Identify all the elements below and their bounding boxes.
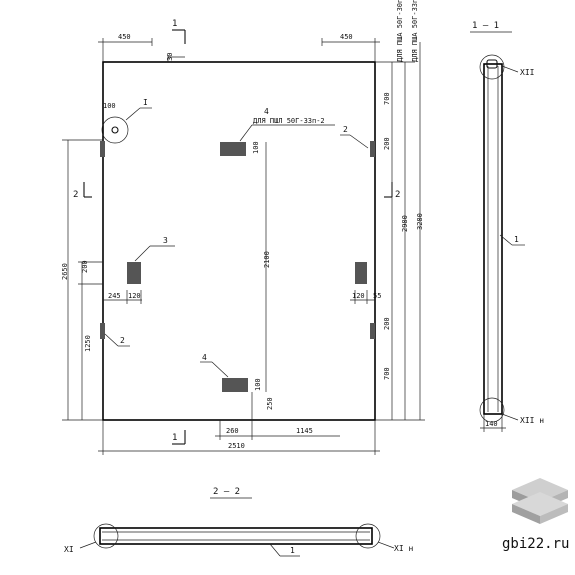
- note-psha-50g33p: ДЛЯ ПША 50Г-33п-2: [411, 0, 419, 62]
- dim-140: 140: [485, 420, 498, 428]
- dim-2100: 2100: [263, 251, 271, 268]
- section-2-2: 2 – 2 XI XI н 1: [64, 487, 413, 557]
- cut-2-right-label: 2: [395, 190, 400, 200]
- panel-outline: [102, 61, 376, 421]
- node-XI-label: XI: [64, 545, 74, 554]
- cut-1-bottom-label: 1: [172, 433, 177, 443]
- watermark-logo: gbi22.ru: [502, 478, 569, 552]
- pos-4-bottom-label: 4: [202, 353, 207, 362]
- watermark-text: gbi22.ru: [502, 536, 569, 552]
- dim-55: 55: [373, 292, 381, 300]
- dim-200-right: 200: [383, 137, 391, 150]
- dim-700-top: 700: [383, 92, 391, 105]
- dim-120-left: 120: [128, 292, 141, 300]
- note-psha-50g30p: ДЛЯ ПША 50Г-30п-2: [396, 0, 404, 62]
- dim-245: 245: [108, 292, 121, 300]
- dim-2980: 2980: [401, 215, 409, 232]
- dim-100-top: 100: [103, 102, 116, 110]
- note-pos4-psha: ДЛЯ ПШЛ 50Г-33п-2: [253, 117, 325, 125]
- dim-450-left: 450: [118, 33, 131, 41]
- cut-1-top-label: 1: [172, 19, 177, 29]
- plan-view: 450 450 1 30 I 100 2 2 4 ДЛЯ: [61, 0, 425, 455]
- pos-4-top-label: 4: [264, 107, 269, 116]
- dim-100-pos4-top: 100: [252, 141, 260, 154]
- dim-3280: 3280: [416, 213, 424, 230]
- dim-2650: 2650: [61, 263, 69, 280]
- dim-120-right: 120: [352, 292, 365, 300]
- node-XIIn-label: XII н: [520, 416, 544, 425]
- dim-30: 30: [166, 53, 174, 61]
- node-XIn-label: XI н: [394, 544, 413, 553]
- node-I-circle: [101, 116, 129, 144]
- dim-200-left: 200: [81, 260, 89, 273]
- node-XII-label: XII: [520, 68, 535, 77]
- section-1-1-title: 1 – 1: [472, 21, 499, 31]
- section-1-1: 1 – 1 XII XII н 1 140: [470, 21, 544, 432]
- dim-700-bottom: 700: [383, 367, 391, 380]
- node-I-label: I: [143, 98, 148, 107]
- dim-250: 250: [266, 397, 274, 410]
- dim-2510: 2510: [228, 442, 245, 450]
- dim-1145: 1145: [296, 427, 313, 435]
- dim-450-right: 450: [340, 33, 353, 41]
- pos-1-section22-label: 1: [290, 546, 295, 555]
- pos-2-top-label: 2: [343, 125, 348, 134]
- cut-2-left-label: 2: [73, 190, 78, 200]
- dim-200-lowright: 200: [383, 317, 391, 330]
- pos-1-section-label: 1: [514, 235, 519, 244]
- dim-1250: 1250: [84, 335, 92, 352]
- pos-2-bottom-label: 2: [120, 336, 125, 345]
- dim-100-pos4-bot: 100: [254, 378, 262, 391]
- section-2-2-title: 2 – 2: [213, 487, 240, 497]
- dim-260: 260: [226, 427, 239, 435]
- pos-3-label: 3: [163, 236, 168, 245]
